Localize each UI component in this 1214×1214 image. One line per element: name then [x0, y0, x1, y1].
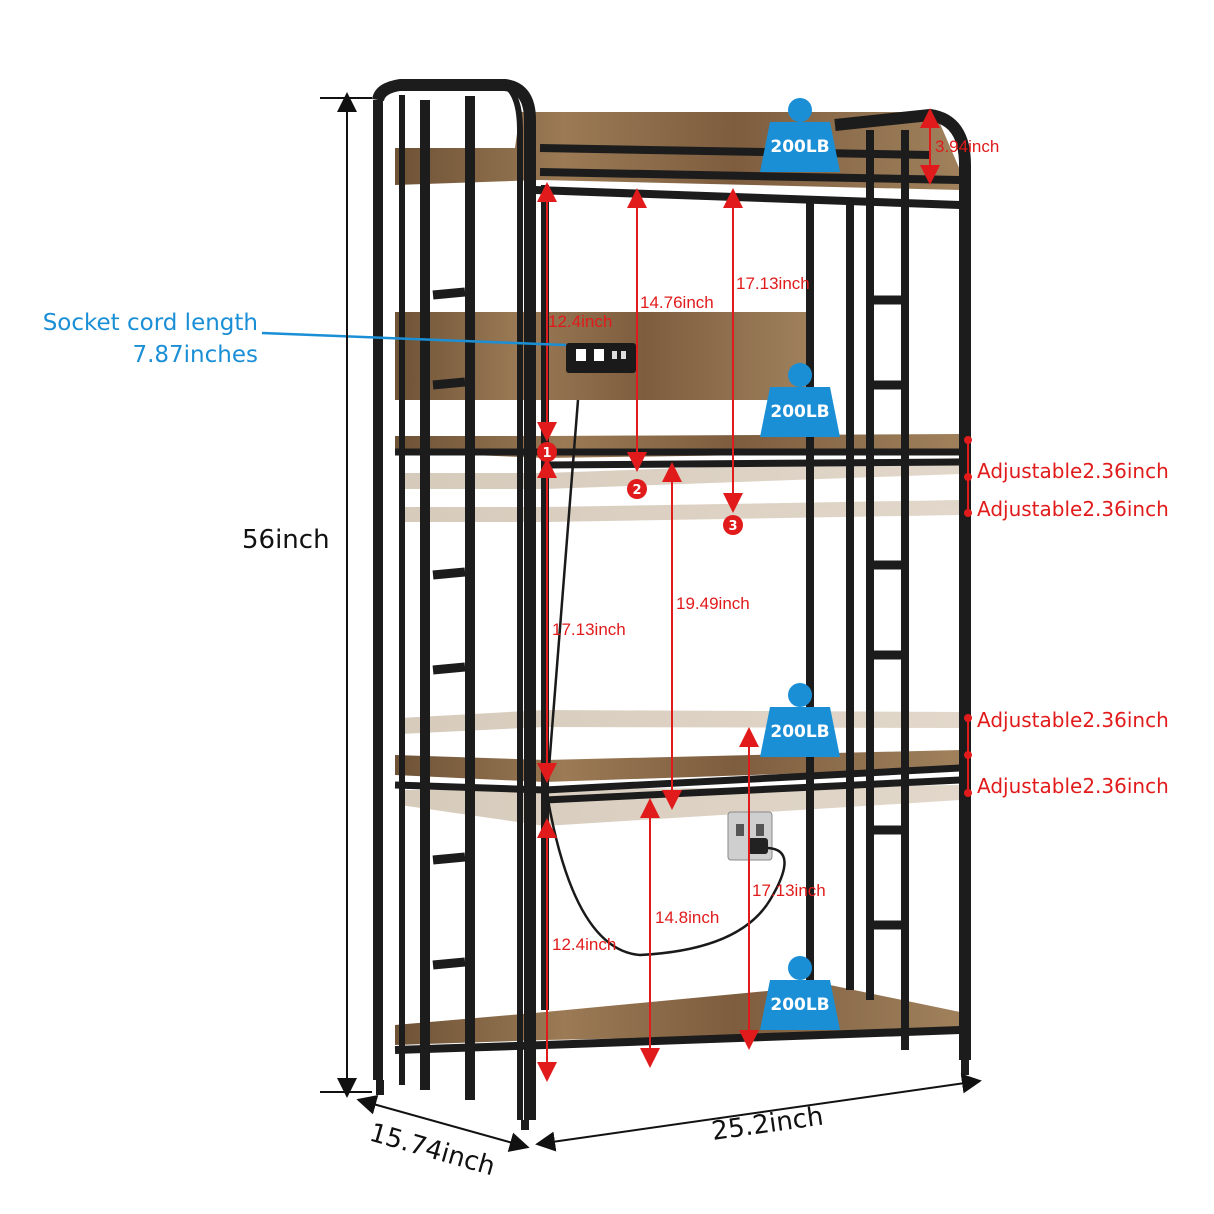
middle-label-right: 19.49inch	[676, 594, 750, 613]
upper-label-2: 14.76inch	[640, 293, 714, 312]
marker-3	[723, 515, 743, 535]
adjustable-label: Adjustable2.36inch	[977, 459, 1169, 483]
load-badge-top: 200LB	[760, 98, 840, 172]
upper-label-3: 17.13inch	[736, 274, 810, 293]
load-badge-label: 200LB	[770, 722, 829, 742]
adjustable-label: Adjustable2.36inch	[977, 774, 1169, 798]
load-badges: 200LB 200LB 200LB 200LB	[760, 98, 840, 1030]
metal-frame	[372, 79, 971, 1130]
marker-1	[537, 442, 557, 462]
load-badge-upper: 200LB	[760, 363, 840, 437]
marker-3-label: 3	[728, 519, 737, 534]
position-markers: 1 2 3	[537, 442, 743, 535]
middle-label-left: 17.13inch	[552, 620, 626, 639]
lower-label-mid: 14.8inch	[655, 908, 719, 927]
load-badge-label: 200LB	[770, 137, 829, 157]
adjustable-dots	[964, 436, 972, 797]
upper-label-1: 12.4inch	[548, 312, 612, 331]
load-badge-label: 200LB	[770, 402, 829, 422]
overall-dimensions	[320, 92, 982, 1152]
marker-1-label: 1	[542, 446, 551, 461]
socket-cord-label: Socket cord length	[43, 310, 258, 336]
height-label: 56inch	[242, 525, 330, 555]
marker-2-label: 2	[632, 483, 641, 498]
adjustable-labels: Adjustable2.36inch Adjustable2.36inch Ad…	[977, 459, 1169, 798]
load-badge-bottom: 200LB	[760, 956, 840, 1030]
red-dimension-lines	[537, 108, 969, 1082]
lower-label-left: 12.4inch	[552, 935, 616, 954]
top-rail-height-label: 3.94inch	[935, 137, 999, 156]
socket-cord-length: 7.87inches	[132, 342, 258, 368]
marker-2	[627, 479, 647, 499]
lower-label-right: 17.13inch	[752, 881, 826, 900]
power-strip	[566, 343, 636, 373]
load-badge-lower: 200LB	[760, 683, 840, 757]
depth-label: 15.74inch	[366, 1118, 498, 1182]
red-dimension-labels: 3.94inch 12.4inch 14.76inch 17.13inch 17…	[548, 137, 999, 954]
load-badge-label: 200LB	[770, 995, 829, 1015]
width-label: 25.2inch	[710, 1102, 825, 1147]
adjustable-label: Adjustable2.36inch	[977, 708, 1169, 732]
wood-shelves	[395, 112, 960, 1045]
adjustable-label: Adjustable2.36inch	[977, 497, 1169, 521]
socket-cord-callout: Socket cord length 7.87inches	[43, 310, 567, 368]
